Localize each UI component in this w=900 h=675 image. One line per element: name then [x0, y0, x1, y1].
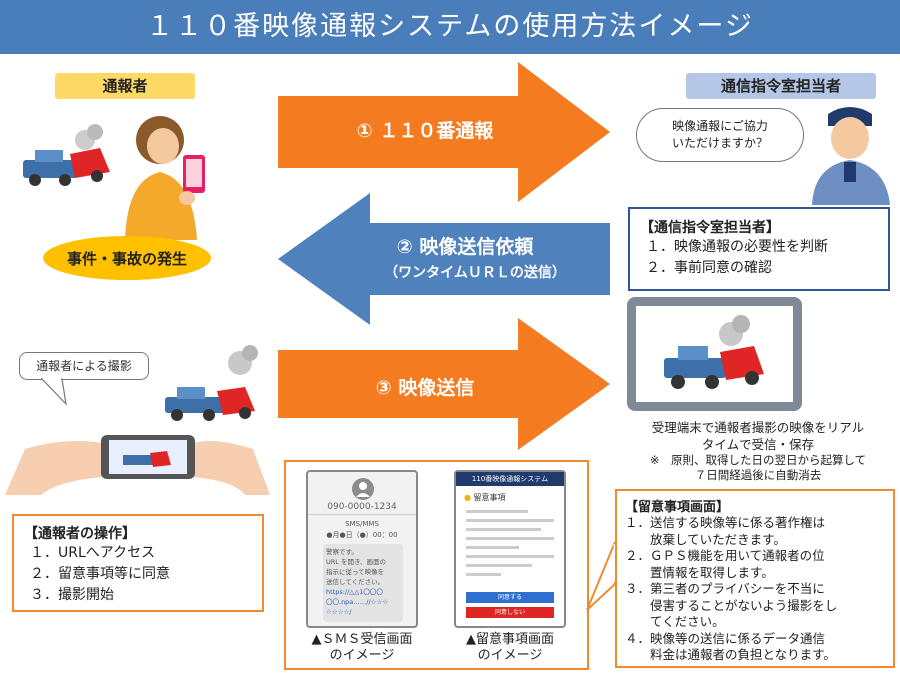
notice-title: ● 留意事項 [464, 492, 506, 503]
notes-box-title: 【留意事項画面】 [625, 500, 730, 515]
operator-illustration [812, 107, 890, 205]
notes-item-3: ３．第三者のプライバシーを不当に 侵害することがないよう撮影をし てください。 [625, 581, 885, 631]
operator-task-item: ２．事前同意の確認 [646, 260, 772, 276]
sms-link[interactable]: 〇〇.npa……//☆☆☆ [326, 598, 389, 606]
police-operator-icon [812, 107, 890, 205]
user-avatar-icon [352, 478, 374, 500]
tablet-crash-image [664, 315, 764, 389]
hands-holding-phone-icon [5, 435, 270, 495]
sms-line: 指示に従って映像を [326, 568, 385, 576]
terminal-caption-line: 受理端末で通報者撮影の映像をリアル [651, 420, 865, 435]
sms-caption-line: ▲ＳＭＳ受信画面 [311, 632, 413, 647]
terminal-note-line: ※ 原則、取得した日の翌日から起算して [649, 453, 867, 467]
operator-label: 通信指令室担当者 [686, 73, 876, 99]
arrow-video-request [278, 193, 610, 325]
operator-task-item: １．映像通報の必要性を判断 [646, 239, 828, 255]
crashed-car-icon [23, 148, 110, 186]
arrow-110-call [278, 62, 610, 202]
notice-caption-line: のイメージ [477, 648, 543, 663]
woman-with-phone-icon [125, 116, 205, 240]
sms-link[interactable]: https://△△1〇〇〇 [326, 588, 383, 596]
notes-item-4: ４．映像等の送信に係るデータ通信 料金は通報者の負担となります。 [625, 631, 885, 664]
phone-screens-box: 090-0000-1234 SMS/MMS ●月●日（●）00：00 警察です。… [284, 460, 589, 670]
sms-datetime: ●月●日（●）00：00 [326, 531, 398, 539]
reporter-ops-title: 【通報者の操作】 [24, 526, 136, 542]
notes-box: 【留意事項画面】 １．送信する映像等に係る著作権は 放棄していただきます。 ２．… [615, 489, 895, 668]
reporter-ops-item: ３．撮影開始 [30, 587, 114, 603]
notes-line: 放棄していただきます。 [625, 531, 786, 547]
terminal-note-line: ７日間経過後に自動消去 [694, 468, 822, 482]
notice-header: 110番映像通報システム [456, 472, 564, 486]
terminal-caption: 受理端末で通報者撮影の映像をリアル タイムで受信・保存 [624, 419, 892, 453]
operator-box-title: 【通信指令室担当者】 [640, 220, 780, 236]
notes-line: ３．第三者のプライバシーを不当に [625, 581, 825, 596]
operator-bubble-line: 映像通報にご協力 [672, 119, 768, 133]
sms-phone: 090-0000-1234 SMS/MMS ●月●日（●）00：00 警察です。… [306, 470, 418, 628]
notice-caption-line: ▲留意事項画面 [466, 632, 554, 647]
notes-line: ４．映像等の送信に係るデータ通信 [625, 630, 826, 646]
notes-line: 侵害することがないよう撮影をし [625, 597, 838, 613]
reporter-illustration [23, 116, 205, 240]
callout-pointer [586, 541, 617, 611]
bubble-tail [40, 378, 67, 406]
notes-line: 置情報を取得します。 [625, 564, 774, 580]
arrow-110-call-label: ① １１０番通報 [356, 120, 494, 142]
sms-message-bubble: 警察です。 URL を開き、画面の 指示に従って映像を 送信してください。 ht… [323, 544, 403, 622]
crashed-car-icon [165, 387, 255, 421]
notes-line: 料金は通報者の負担となります。 [625, 647, 836, 662]
sms-link[interactable]: ☆☆☆☆/ [326, 608, 352, 616]
agree-button[interactable]: 同意する [466, 592, 554, 603]
terminal-caption-line: タイムで受信・保存 [701, 437, 815, 452]
incident-ellipse: 事件・事故の発生 [43, 236, 211, 280]
sms-label: SMS/MMS [345, 520, 379, 528]
sms-line: 警察です。 [326, 548, 358, 556]
shooting-speech-bubble: 通報者による撮影 [19, 352, 149, 380]
notes-items: １．送信する映像等に係る著作権は 放棄していただきます。 ２．ＧＰＳ機能を用いて… [625, 515, 885, 664]
terminal-note: ※ 原則、取得した日の翌日から起算して ７日間経過後に自動消去 [624, 453, 892, 483]
notice-title-text: 留意事項 [473, 493, 506, 502]
reporter-ops-item: １．URLへアクセス [30, 545, 156, 561]
arrow-video-send [278, 318, 610, 450]
notice-text-lines [466, 510, 554, 582]
sms-number: 090-0000-1234 [327, 502, 397, 512]
page-title: １１０番映像通報システムの使用方法イメージ [0, 0, 900, 54]
sms-line: 送信してください。 [326, 578, 385, 586]
notes-item-1: １．送信する映像等に係る著作権は 放棄していただきます。 [625, 515, 885, 548]
reporter-ops-item: ２．留意事項等に同意 [30, 566, 170, 582]
arrow-video-request-label: ② 映像送信依頼 [396, 236, 534, 258]
sms-line: URL を開き、画面の [326, 558, 387, 566]
sms-caption: ▲ＳＭＳ受信画面 のイメージ [292, 632, 432, 664]
notice-phone: 110番映像通報システム ● 留意事項 同意する 同意しない [454, 470, 566, 628]
notes-line: てください。 [625, 614, 725, 629]
sms-caption-line: のイメージ [329, 648, 395, 663]
notice-caption: ▲留意事項画面 のイメージ [440, 632, 580, 664]
notes-line: １．送信する映像等に係る著作権は [625, 515, 826, 530]
arrow-video-send-label: ③ 映像送信 [375, 377, 475, 399]
terminal-tablet [627, 297, 802, 411]
reporter-label: 通報者 [55, 73, 195, 99]
operator-speech-bubble: 映像通報にご協力 いただけますか？ [636, 108, 804, 162]
notice-dot-icon: ● [464, 493, 471, 502]
arrow-video-request-sublabel: （ワンタイムＵＲＬの送信） [384, 265, 566, 281]
operator-tasks-box: 【通信指令室担当者】 １．映像通報の必要性を判断 ２．事前同意の確認 [628, 207, 890, 291]
notes-item-2: ２．ＧＰＳ機能を用いて通報者の位 置情報を取得します。 [625, 548, 885, 581]
operator-bubble-line: いただけますか？ [671, 136, 768, 150]
notes-line: ２．ＧＰＳ機能を用いて通報者の位 [625, 548, 825, 563]
reporter-ops-box: 【通報者の操作】 １．URLへアクセス ２．留意事項等に同意 ３．撮影開始 [12, 514, 264, 612]
disagree-button[interactable]: 同意しない [466, 607, 554, 618]
shooting-illustration [5, 345, 270, 495]
